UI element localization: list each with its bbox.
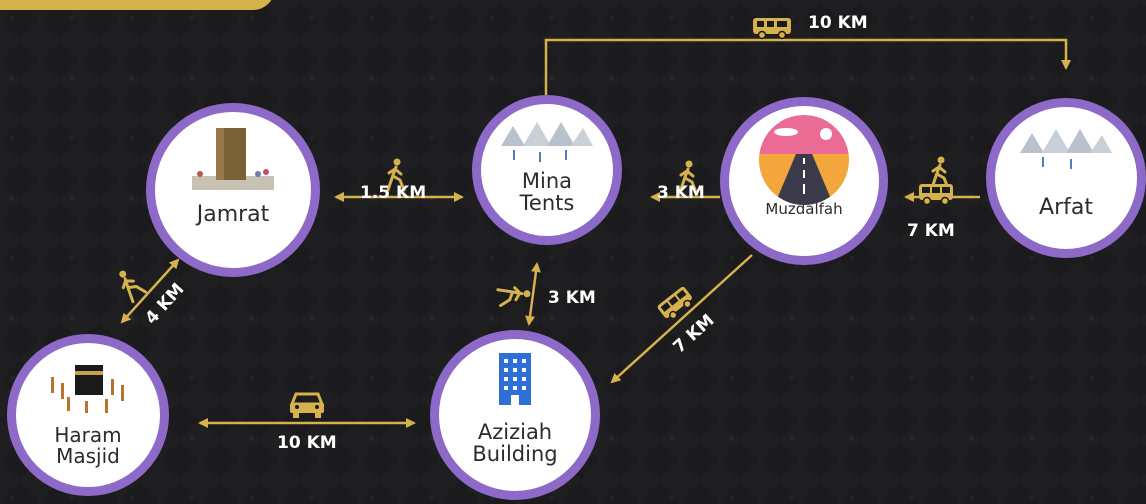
node-mina-tents: Mina Tents: [472, 95, 622, 245]
walking-icon: [386, 158, 406, 192]
haram-label-line2: Masjid: [56, 444, 120, 468]
jamrat-label: Jamrat: [196, 201, 270, 227]
tents-icon: [1020, 129, 1112, 169]
road-landscape-icon: [759, 115, 849, 205]
mina-label-line1: Mina: [521, 168, 573, 193]
route-haram-jamrat: [120, 258, 180, 324]
distance-jamrat-mina: 1.5 KM: [360, 183, 427, 203]
bus-icon: [657, 286, 692, 320]
walking-icon: [496, 286, 531, 307]
distance-muzdalfah-mina: 3 KM: [657, 183, 705, 203]
kaaba-icon: [51, 365, 124, 413]
distance-mina-arfat: 10 KM: [808, 13, 868, 33]
arfat-label: Arfat: [1039, 194, 1093, 220]
node-jamrat: Jamrat: [146, 103, 320, 277]
distance-arfat-muzdalfah: 7 KM: [907, 221, 955, 241]
bus-icon: [753, 18, 791, 40]
aziziah-label-line2: Building: [472, 441, 558, 466]
header-tab: [0, 0, 275, 10]
node-muzdalfah: Muzdalfah: [720, 97, 888, 265]
tents-icon: [501, 122, 593, 162]
route-muzdalfah-aziziah: [610, 254, 753, 384]
haram-label: Haram Masjid: [54, 425, 121, 467]
node-aziziah-building: Aziziah Building: [430, 330, 600, 500]
aziziah-label: Aziziah Building: [472, 421, 557, 465]
car-icon: [289, 392, 325, 418]
walking-icon: [678, 160, 698, 194]
bus-icon: [919, 184, 953, 206]
mina-label-line2: Tents: [519, 190, 575, 215]
node-arfat: Arfat: [986, 98, 1146, 258]
walking-icon: [930, 156, 950, 190]
aziziah-label-line1: Aziziah: [477, 419, 553, 444]
node-haram-masjid: Haram Masjid: [7, 334, 169, 496]
building-icon: [499, 353, 531, 405]
haram-label-line1: Haram: [54, 423, 122, 447]
mina-label: Mina Tents: [520, 170, 575, 214]
route-mina-aziziah: [525, 262, 541, 326]
route-mina-arfat: [544, 38, 1071, 95]
jamrat-pillar-icon: [192, 128, 274, 190]
walking-icon: [119, 270, 148, 304]
muzdalfah-label: Muzdalfah: [765, 200, 843, 219]
distance-haram-aziziah: 10 KM: [277, 433, 337, 453]
distance-mina-aziziah: 3 KM: [548, 288, 596, 308]
